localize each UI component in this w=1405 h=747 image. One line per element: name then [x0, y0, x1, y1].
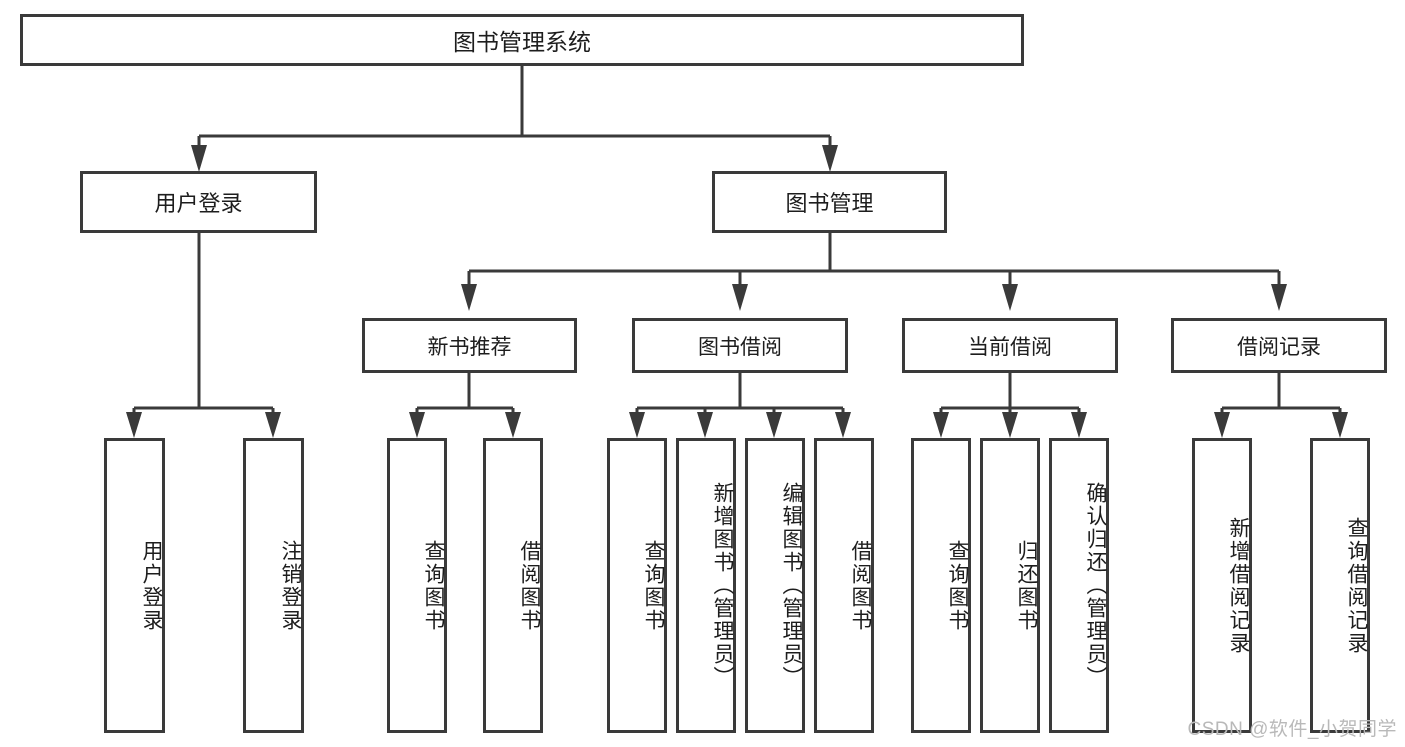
leaf-current-borrow-return[interactable]: 归还图书 [980, 438, 1040, 733]
leaf-book-borrow-add[interactable]: 新增图书（管理员） [676, 438, 736, 733]
node-label: 注销登录 [279, 539, 302, 632]
node-label: 查询图书 [642, 539, 665, 632]
leaf-current-borrow-confirm[interactable]: 确认归还（管理员） [1049, 438, 1109, 733]
node-label: 归还图书 [1015, 539, 1038, 632]
leaf-new-book-query[interactable]: 查询图书 [387, 438, 447, 733]
node-current-borrow[interactable]: 当前借阅 [902, 318, 1118, 373]
node-label: 用户登录 [140, 539, 163, 632]
leaf-current-borrow-query[interactable]: 查询图书 [911, 438, 971, 733]
watermark-text: CSDN @软件_小贺同学 [1187, 719, 1397, 740]
node-user-login[interactable]: 用户登录 [80, 171, 317, 233]
node-label: 用户登录 [154, 191, 243, 216]
node-label: 新增图书（管理员） [711, 482, 734, 689]
node-label: 图书管理 [785, 191, 874, 216]
node-new-book-recommend[interactable]: 新书推荐 [362, 318, 577, 373]
node-label: 编辑图书（管理员） [780, 482, 803, 689]
node-book-borrow[interactable]: 图书借阅 [632, 318, 848, 373]
leaf-book-borrow-edit[interactable]: 编辑图书（管理员） [745, 438, 805, 733]
leaf-new-book-borrow[interactable]: 借阅图书 [483, 438, 543, 733]
leaf-borrow-record-query[interactable]: 查询借阅记录 [1310, 438, 1370, 733]
node-label: 借阅记录 [1237, 335, 1321, 359]
node-label: 查询借阅记录 [1345, 516, 1368, 655]
node-label: 确认归还（管理员） [1084, 482, 1107, 689]
leaf-book-borrow-lend[interactable]: 借阅图书 [814, 438, 874, 733]
node-book-management[interactable]: 图书管理 [712, 171, 947, 233]
node-label: 新增借阅记录 [1227, 516, 1250, 655]
leaf-user-login-logout[interactable]: 注销登录 [243, 438, 304, 733]
node-label: 借阅图书 [849, 539, 872, 632]
node-label: 图书借阅 [698, 335, 782, 359]
node-label: 查询图书 [422, 539, 445, 632]
node-root-system[interactable]: 图书管理系统 [20, 14, 1024, 66]
leaf-book-borrow-query[interactable]: 查询图书 [607, 438, 667, 733]
leaf-borrow-record-add[interactable]: 新增借阅记录 [1192, 438, 1252, 733]
node-label: 新书推荐 [427, 335, 512, 359]
node-label: 借阅图书 [518, 539, 541, 632]
node-label: 当前借阅 [968, 335, 1052, 359]
node-borrow-record[interactable]: 借阅记录 [1171, 318, 1387, 373]
leaf-user-login-login[interactable]: 用户登录 [104, 438, 165, 733]
node-label: 查询图书 [946, 539, 969, 632]
node-label: 图书管理系统 [453, 29, 591, 55]
